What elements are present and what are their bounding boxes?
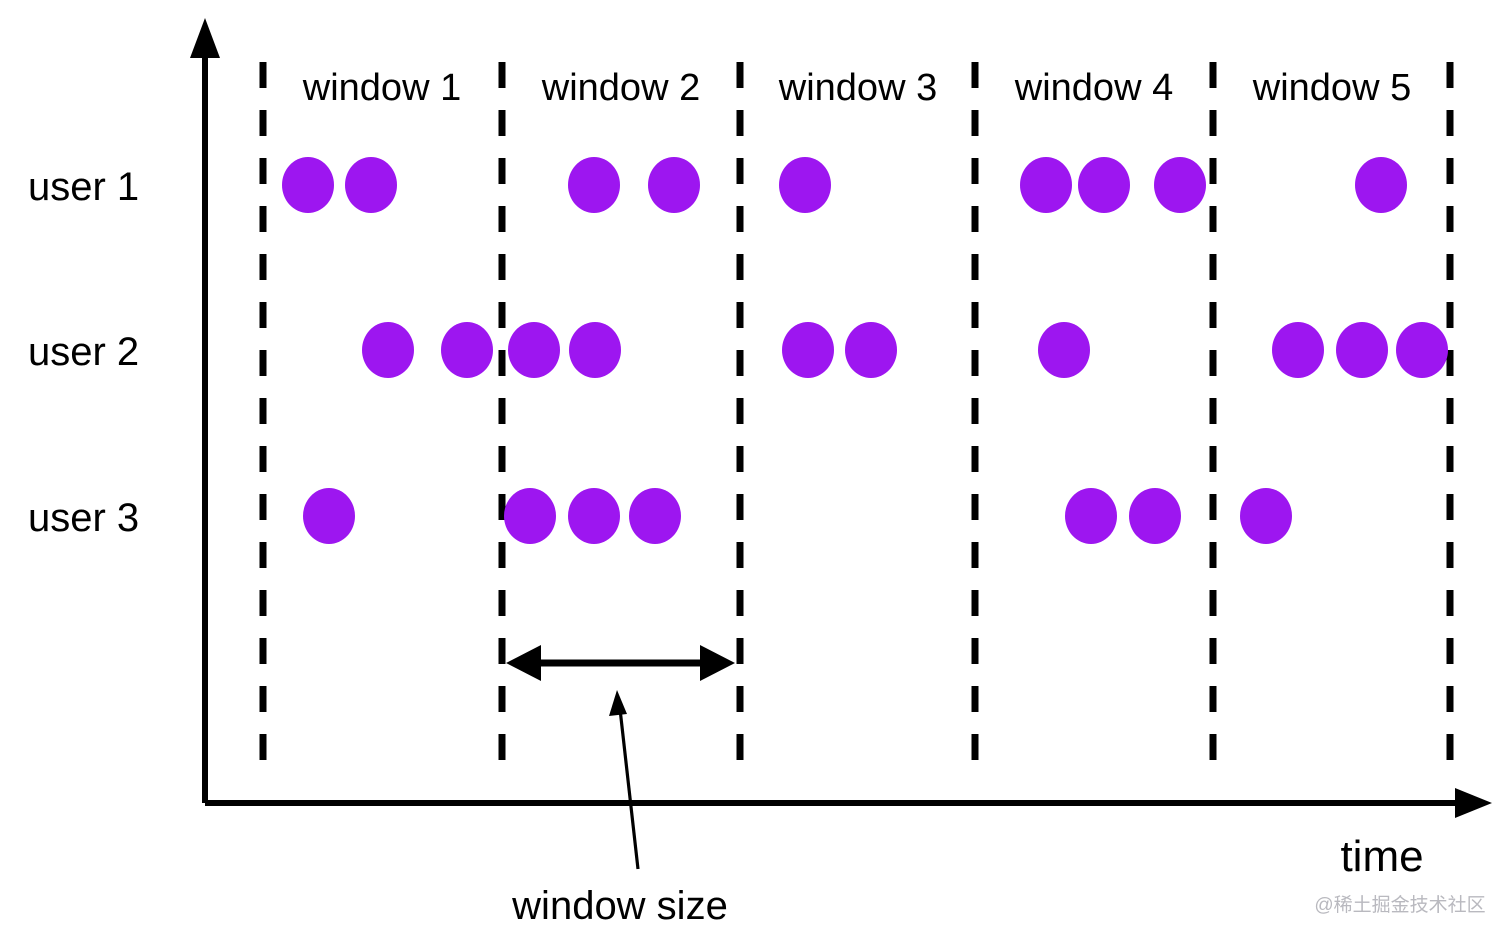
y-axis-arrowhead [190, 18, 220, 58]
event-dot [1020, 157, 1072, 213]
x-axis-label: time [1340, 832, 1423, 881]
event-dot [1065, 488, 1117, 544]
window-size-arrowhead-left [506, 645, 541, 681]
window-label-1: window 1 [302, 67, 461, 109]
row-label-user-3: user 3 [28, 496, 139, 540]
event-dot [1240, 488, 1292, 544]
event-dot [1336, 322, 1388, 378]
window-label-3: window 3 [778, 67, 937, 109]
event-dot [1038, 322, 1090, 378]
event-dot [441, 322, 493, 378]
window-dividers-group [259, 62, 1454, 770]
window-labels-group: window 1 window 2 window 3 window 4 wind… [302, 67, 1411, 109]
row-label-user-2: user 2 [28, 330, 139, 374]
event-row-user-3 [303, 488, 1292, 544]
event-dot [508, 322, 560, 378]
axes-group [190, 18, 1492, 818]
event-dot [568, 488, 620, 544]
event-dot [629, 488, 681, 544]
event-dot [362, 322, 414, 378]
event-dot [282, 157, 334, 213]
x-axis-arrowhead [1455, 788, 1492, 818]
row-label-user-1: user 1 [28, 165, 139, 209]
window-size-pointer-line [617, 699, 640, 870]
window-size-pointer [609, 690, 640, 870]
window-size-measure [506, 645, 735, 681]
event-dot [1396, 322, 1448, 378]
window-label-2: window 2 [541, 67, 700, 109]
window-label-5: window 5 [1252, 67, 1411, 109]
event-dot [845, 322, 897, 378]
window-label-4: window 4 [1014, 67, 1173, 109]
window-size-label: window size [511, 884, 728, 928]
event-dot [1078, 157, 1130, 213]
window-size-arrowhead-right [700, 645, 735, 681]
event-dot [782, 322, 834, 378]
event-dot [345, 157, 397, 213]
event-dot [1355, 157, 1407, 213]
event-dot [1272, 322, 1324, 378]
event-dot [569, 322, 621, 378]
event-row-user-2 [362, 322, 1448, 378]
watermark-text: @稀土掘金技术社区 [1314, 894, 1485, 916]
event-dot [779, 157, 831, 213]
event-dot [568, 157, 620, 213]
event-dot [1129, 488, 1181, 544]
event-row-user-1 [282, 157, 1407, 213]
row-labels-group: user 1 user 2 user 3 [28, 165, 139, 540]
window-size-pointer-arrowhead [609, 690, 627, 716]
event-dot [504, 488, 556, 544]
event-dot [648, 157, 700, 213]
event-dot [303, 488, 355, 544]
event-dot [1154, 157, 1206, 213]
